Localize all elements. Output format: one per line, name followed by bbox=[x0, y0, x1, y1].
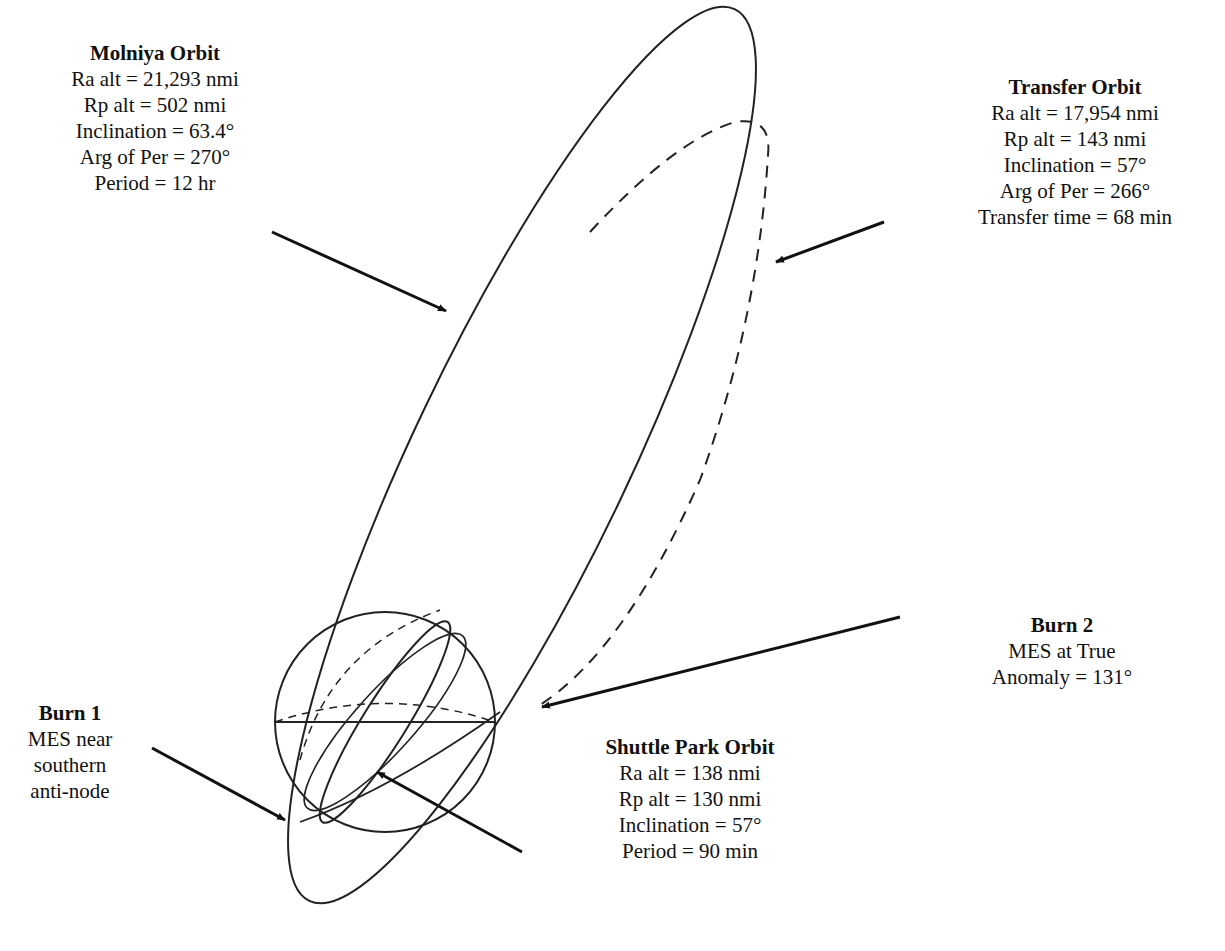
orbit-parameter: Period = 12 hr bbox=[95, 170, 216, 196]
park-orbit bbox=[304, 610, 466, 833]
orbit-parameter: Rp alt = 502 nmi bbox=[84, 92, 227, 118]
leader-arrow bbox=[542, 617, 900, 707]
orbit-parameter: Rp alt = 130 nmi bbox=[619, 786, 762, 812]
orbit-parameter: Period = 90 min bbox=[622, 838, 758, 864]
orbit-parameter: Inclination = 57° bbox=[1004, 152, 1147, 178]
callout-title: Burn 1 bbox=[39, 700, 101, 726]
orbit-parameter: Arg of Per = 270° bbox=[80, 144, 231, 170]
park-orbit-back bbox=[300, 610, 440, 760]
callout-title: Shuttle Park Orbit bbox=[605, 734, 774, 760]
molniya-orbit bbox=[212, 0, 832, 947]
orbit-parameter: MES near southern anti-node bbox=[22, 726, 118, 804]
callout-title: Burn 2 bbox=[1031, 612, 1093, 638]
orbit-parameter: Rp alt = 143 nmi bbox=[1004, 126, 1147, 152]
orbit-parameter: Ra alt = 17,954 nmi bbox=[991, 100, 1159, 126]
equator-line bbox=[275, 721, 495, 723]
orbit-parameter: Arg of Per = 266° bbox=[1000, 178, 1151, 204]
orbit-parameter: Ra alt = 138 nmi bbox=[619, 760, 760, 786]
transfer-orbit bbox=[540, 121, 768, 705]
equator-back bbox=[275, 704, 495, 723]
orbit-parameter: MES at True Anomaly = 131° bbox=[968, 638, 1156, 690]
park-orbit bbox=[285, 616, 485, 829]
earth-circle bbox=[275, 612, 495, 832]
callout-title: Transfer Orbit bbox=[1009, 74, 1142, 100]
orbit-parameter: Inclination = 57° bbox=[619, 812, 762, 838]
leader-arrow bbox=[776, 222, 884, 262]
callout-title: Molniya Orbit bbox=[90, 40, 220, 66]
orbit-parameter: Inclination = 63.4° bbox=[76, 118, 234, 144]
orbit-parameter: Ra alt = 21,293 nmi bbox=[71, 66, 239, 92]
orbit-parameter: Transfer time = 68 min bbox=[978, 204, 1172, 230]
leader-arrow bbox=[272, 232, 446, 311]
leader-arrow bbox=[152, 748, 285, 820]
leader-arrow bbox=[377, 772, 522, 852]
park-orbit bbox=[300, 712, 500, 822]
